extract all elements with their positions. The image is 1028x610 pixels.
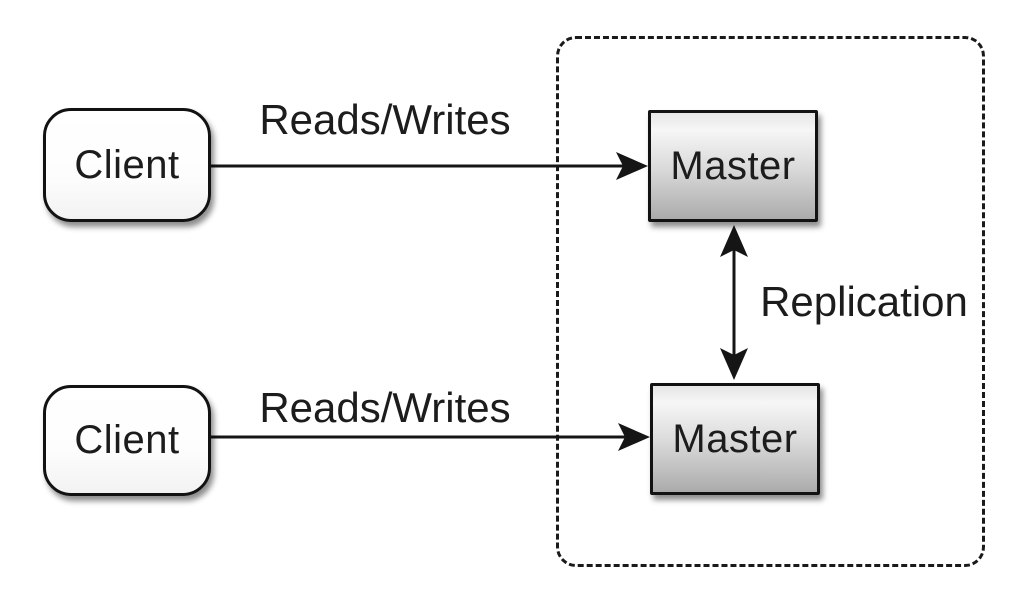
- node-master-bottom: Master: [650, 383, 820, 495]
- node-client-top-label: Client: [74, 142, 180, 187]
- node-client-top: Client: [43, 108, 211, 222]
- node-client-bottom-label: Client: [74, 418, 180, 462]
- edge-label-replication: Replication: [760, 278, 968, 325]
- node-master-top-label: Master: [670, 143, 796, 188]
- edge-label-reads-writes-bottom: Reads/Writes: [259, 384, 511, 431]
- node-client-bottom: Client: [43, 385, 211, 496]
- replication-cluster-boundary: [556, 36, 985, 567]
- edge-label-reads-writes-top: Reads/Writes: [259, 96, 511, 143]
- node-master-top: Master: [648, 110, 818, 222]
- node-master-bottom-label: Master: [672, 416, 798, 461]
